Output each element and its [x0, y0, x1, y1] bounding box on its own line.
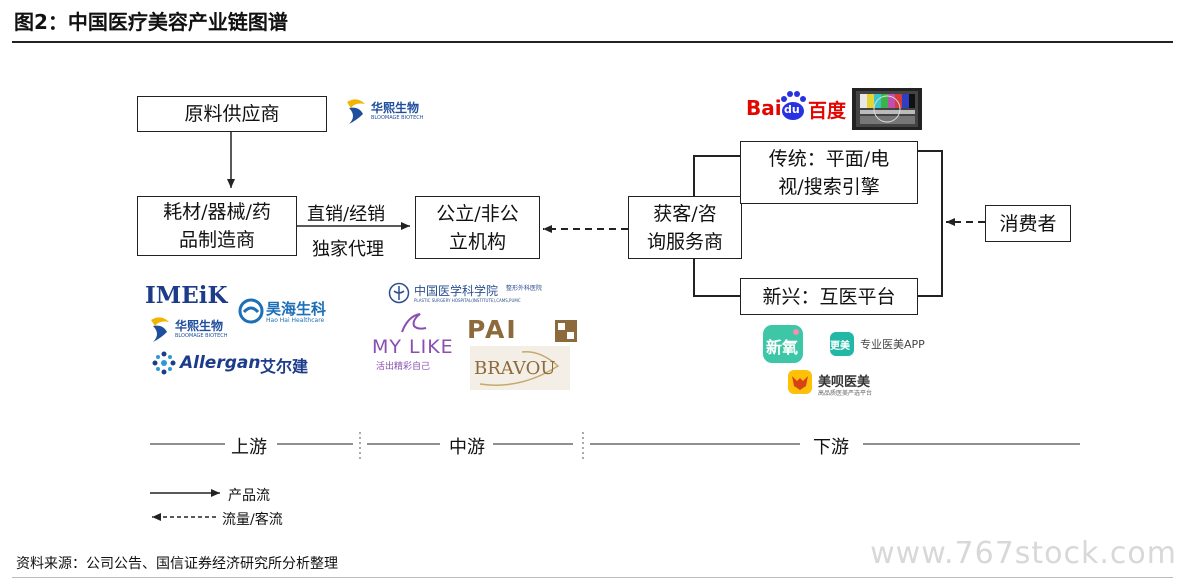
huaxi-sub: BLOOMAGE BIOTECH: [371, 115, 424, 121]
title-divider: [12, 41, 1173, 43]
node-consumer-label: 消费者: [999, 212, 1057, 235]
allergan-dots-icon: [152, 351, 176, 375]
node-institution-line1: 公立/非公: [436, 202, 519, 225]
watermark: www.767stock.com: [870, 536, 1177, 571]
haohai-logo: 昊海生科 Hao Hai Healthcare: [238, 298, 326, 328]
tv-test-pattern-icon: [852, 88, 922, 130]
node-traditional-line2: 视/搜索引擎: [778, 175, 880, 198]
huaxi-mark-icon-2: [151, 317, 169, 342]
huaxi-name-2: 华熙生物: [175, 319, 224, 333]
gengmei-label: 专业医美APP: [860, 338, 925, 351]
meihe-sub: 高品质医美严选平台: [818, 390, 873, 397]
bravou-swoosh-icon: [479, 351, 560, 386]
node-manufacturer-line2: 品制造商: [178, 229, 255, 251]
node-acquisition-line2: 询服务商: [646, 230, 723, 253]
cams-name: 中国医学科学院: [414, 284, 499, 298]
mylike-sub: 活出精彩自己: [376, 362, 431, 372]
pai-checker-icon: [555, 320, 577, 342]
allergan-name: Allergan: [180, 353, 261, 373]
cams-emblem-icon: [388, 282, 410, 304]
node-traditional-channel: 传统：平面/电 视/搜索引擎: [740, 141, 918, 204]
bravou-name: BRAVOU: [474, 358, 556, 379]
baidu-paw-icon: [781, 91, 806, 120]
node-manufacturer-line1: 耗材/器械/药: [163, 201, 271, 223]
huaxi-logo-top: 华熙生物 BLOOMAGE BIOTECH: [343, 96, 423, 130]
cams-hospital-logo: 中国医学科学院 整形外科医院 PLASTIC SURGERY HOSPITAL(…: [388, 282, 568, 308]
figure-title: 图2：中国医疗美容产业链图谱: [14, 10, 288, 34]
mylike-logo: MY LIKE 活出精彩自己: [372, 312, 454, 372]
node-acquisition-service: 获客/咨 询服务商: [628, 196, 742, 259]
baidu-en: Bai: [746, 96, 782, 120]
meihe-name: 美呗医美: [818, 375, 871, 390]
allergan-logo: Allergan 艾尔建: [150, 350, 308, 380]
imeik-logo: IMEiK: [145, 282, 228, 309]
bravou-logo: BRAVOU: [470, 346, 570, 390]
huaxi-name: 华熙生物: [371, 101, 420, 115]
node-emerging-label: 新兴：互医平台: [762, 285, 896, 308]
haohai-sub: Hao Hai Healthcare: [266, 317, 325, 324]
cams-side: 整形外科医院: [506, 285, 543, 292]
node-raw-material-supplier: 原料供应商: [137, 96, 327, 132]
source-note: 资料来源：公司公告、国信证券经济研究所分析整理: [16, 556, 338, 572]
xinyang-name: 新氧: [766, 338, 799, 357]
footer-divider: [12, 577, 1173, 578]
xinyang-drop-icon: [793, 329, 799, 335]
baidu-du: du: [784, 103, 800, 116]
pai-name: PAI: [467, 315, 518, 344]
xinyang-app-icon: 新氧: [763, 325, 803, 363]
cams-sub: PLASTIC SURGERY HOSPITAL(INSTITUTE),CAMS…: [414, 298, 521, 303]
node-manufacturer: 耗材/器械/药 品制造商: [137, 196, 297, 256]
stage-midstream: 中游: [449, 437, 485, 458]
haohai-name: 昊海生科: [266, 300, 327, 318]
pai-logo: PAI: [467, 315, 577, 344]
edge-label-agent: 独家代理: [312, 239, 384, 260]
baidu-logo: Bai du 百度: [746, 90, 846, 124]
node-traditional-line1: 传统：平面/电: [768, 147, 890, 170]
edge-label-direct: 直销/经销: [307, 204, 386, 225]
node-emerging-channel: 新兴：互医平台: [740, 278, 918, 315]
mylike-figure-icon: [401, 313, 427, 333]
huaxi-sub-2: BLOOMAGE BIOTECH: [175, 333, 228, 339]
node-institution-line2: 立机构: [448, 230, 506, 253]
huaxi-mark-icon: [347, 99, 365, 124]
legend-traffic-flow: 流量/客流: [222, 512, 283, 528]
mylike-name: MY LIKE: [372, 336, 454, 358]
huaxi-logo-bottom: 华熙生物 BLOOMAGE BIOTECH: [147, 314, 227, 348]
bracket-channels-consumer: [918, 150, 943, 297]
allergan-cn: 艾尔建: [260, 357, 309, 376]
baidu-cn: 百度: [808, 100, 847, 122]
stage-downstream: 下游: [813, 437, 849, 458]
legend-product-flow: 产品流: [228, 488, 270, 504]
node-raw-label: 原料供应商: [184, 103, 280, 125]
stage-upstream: 上游: [231, 437, 267, 458]
node-institution: 公立/非公 立机构: [415, 196, 540, 259]
meihe-fox-icon: [788, 370, 812, 394]
node-acquisition-line1: 获客/咨: [653, 202, 717, 225]
gengmei-app-icon: 更美: [830, 332, 854, 356]
haohai-mark-icon: [238, 298, 264, 324]
node-consumer: 消费者: [985, 205, 1071, 242]
gengmei-name: 更美: [830, 341, 850, 352]
